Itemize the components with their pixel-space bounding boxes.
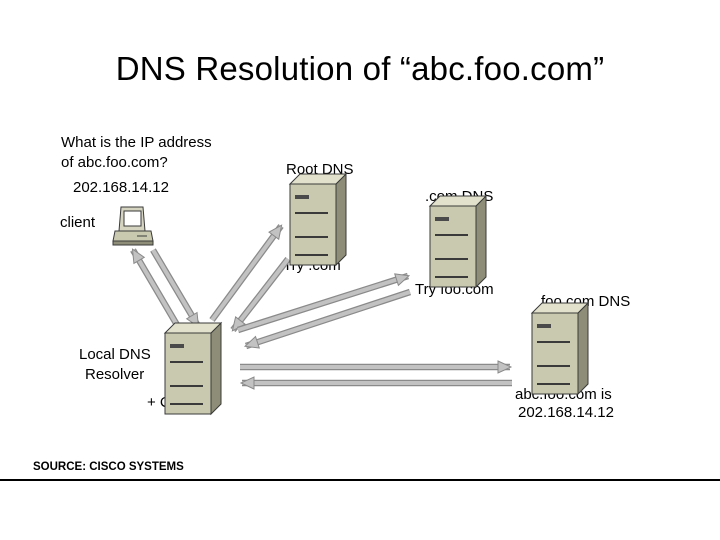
client-answer: 202.168.14.12 [73,179,169,196]
root-dns-server-icon [289,173,347,266]
page-title: DNS Resolution of “abc.foo.com” [115,50,605,87]
foo-dns-reply-line2: 202.168.14.12 [518,404,614,421]
client-label: client [60,214,96,231]
client-question-line1: What is the IP address [61,134,212,151]
resolver-server-icon [164,322,222,415]
resolver-label-line2: Resolver [85,366,145,383]
client-computer-icon [112,206,154,246]
source-note: SOURCE: CISCO SYSTEMS [33,461,184,473]
footer-rule [0,479,720,481]
client-question-line2: of abc.foo.com? [61,154,168,171]
foo-dns-server-icon [531,302,589,395]
resolver-label-line1: Local DNS [79,346,151,363]
com-dns-server-icon [429,195,487,288]
query-arrows [130,224,513,390]
